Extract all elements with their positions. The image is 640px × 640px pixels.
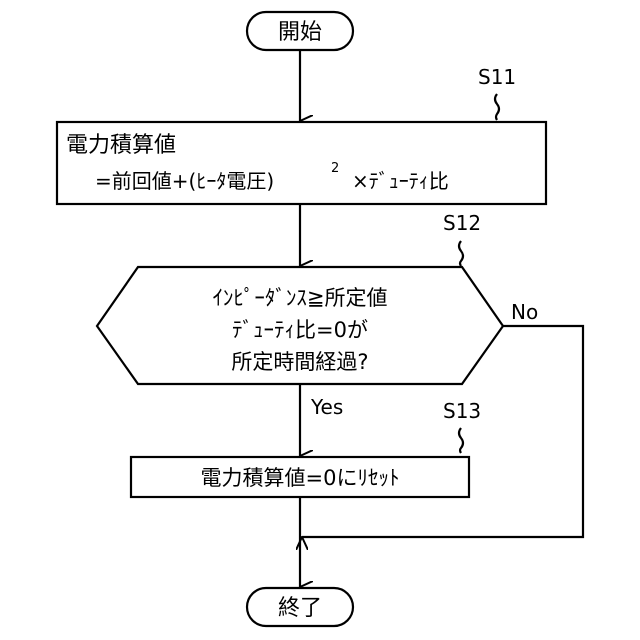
s11-line2-sup: 2 [331,161,339,176]
start-label: 開始 [278,20,322,45]
s11-line2-prefix: =前回値+(ﾋｰﾀ電圧) [95,169,274,193]
start-terminal: 開始 [247,12,353,50]
s12-line2: ﾃﾞｭｰﾃｨ比=0が [232,318,368,342]
yes-branch-label: Yes [310,395,343,419]
s11-leader [495,94,499,120]
end-label: 終了 [278,596,322,621]
s12-step-id: S12 [443,211,481,235]
s13-step-id: S13 [443,399,481,423]
s12-line1: ｲﾝﾋﾟｰﾀﾞﾝｽ≧所定値 [212,286,387,310]
step-s11: S11 電力積算値 =前回値+(ﾋｰﾀ電圧) 2 ×ﾃﾞｭｰﾃｨ比 [57,65,546,204]
s11-step-id: S11 [478,65,516,89]
no-branch-label: No [511,300,538,324]
step-s13: S13 電力積算値=0にﾘｾｯﾄ [131,399,481,497]
s12-line3: 所定時間経過? [231,350,368,374]
s12-leader [459,241,463,266]
s13-label: 電力積算値=0にﾘｾｯﾄ [201,466,400,490]
end-terminal: 終了 [247,588,353,626]
s11-line2-suffix: ×ﾃﾞｭｰﾃｨ比 [352,169,449,193]
s13-leader [459,428,463,453]
s11-line1: 電力積算値 [66,133,176,158]
